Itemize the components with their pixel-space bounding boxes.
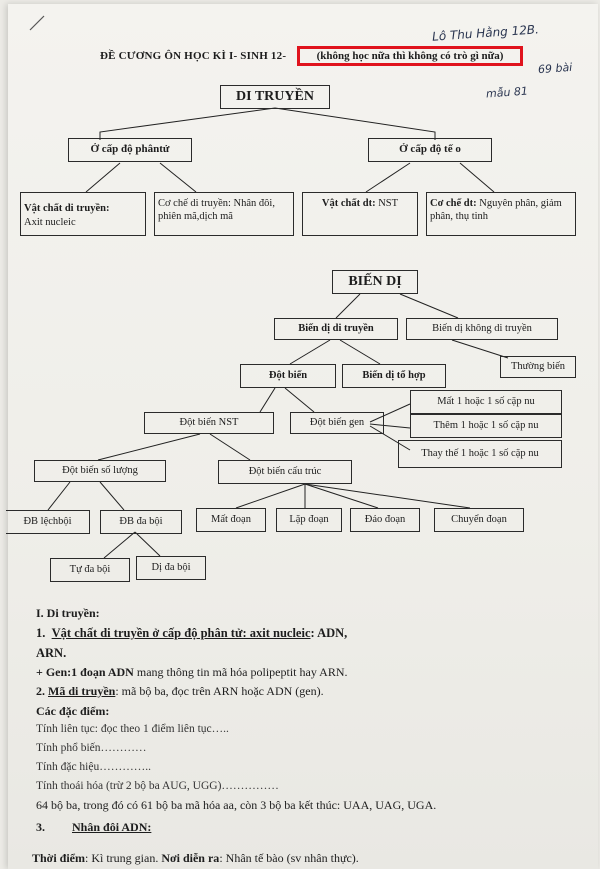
mat-doan-box: Mất đoạn <box>196 508 266 532</box>
item1-continued: ARN. <box>36 646 67 660</box>
mat-cap-nu-box: Mất 1 hoặc 1 số cặp nu <box>410 390 562 414</box>
chuyen-doan-box: Chuyển đoạn <box>434 508 524 532</box>
highlighted-title-annotation: (không học nữa thì không có trò gì nữa) <box>297 46 523 66</box>
co-che-te-bao-label: Cơ chế dt: <box>430 198 477 209</box>
vat-chat-te-bao-label: Vật chất dt: <box>321 198 376 209</box>
feature-lien-tuc: Tính liên tục: đọc theo 1 điểm liên tục…… <box>36 723 229 735</box>
co-che-te-bao-value: Nguyên phân, giảm phân, thụ tinh <box>430 198 562 223</box>
co-che-te-bao-box: Cơ chế dt: Nguyên phân, giảm phân, thụ t… <box>426 192 576 236</box>
co-che-phan-tu-label: Cơ chế di truyền: <box>158 198 231 209</box>
section3-label: Nhân đôi ADN: <box>72 820 152 834</box>
cap-do-te-bao-box: Ở cấp độ tế o <box>368 138 492 162</box>
vat-chat-phan-tu-label: Vật chất di truyền: <box>24 203 110 215</box>
them-cap-nu-box: Thêm 1 hoặc 1 số cặp nu <box>410 414 562 438</box>
vat-chat-te-bao-box: Vật chất dt: NST <box>302 192 418 236</box>
vat-chat-phan-tu-box: Vật chất di truyền: Axit nucleic <box>20 192 146 236</box>
vat-chat-phan-tu-value: Axit nucleic <box>24 216 76 228</box>
feature-thoai-hoa: Tính thoái hóa (trừ 2 bộ ba AUG, UGG)………… <box>36 780 279 792</box>
feature-dac-hieu: Tính đặc hiệu………….. <box>36 761 151 773</box>
place-label: Nơi diễn ra <box>161 851 220 865</box>
lap-doan-box: Lặp đoạn <box>276 508 342 532</box>
bien-di-di-truyen-box: Biến dị di truyền <box>274 318 398 340</box>
handwritten-note-count: 69 bài <box>537 60 573 77</box>
item2-label: Mã di truyền <box>48 684 116 698</box>
item2-rest: : mã bộ ba, đọc trên ARN hoặc ADN (gen). <box>115 684 324 698</box>
co-che-phan-tu-value: Nhân đôi, phiên mã,dịch mã <box>158 198 275 223</box>
place-value: : Nhân tế bào (sv nhân thực). <box>219 851 359 865</box>
dot-bien-cau-truc-box: Đột biến cấu trúc <box>218 460 352 484</box>
thay-the-cap-nu-box: Thay thế 1 hoặc 1 số cặp nu <box>398 440 562 468</box>
thuong-bien-box: Thường biến <box>500 356 576 378</box>
title-highlight-text: (không học nữa thì không có trò gì nữa) <box>316 50 504 62</box>
item1-label: Vật chất di truyền ở cấp độ phân tử: axi… <box>51 626 311 640</box>
gen-definition: + Gen:1 đoạn ADN mang thông tin mã hóa p… <box>36 665 348 680</box>
gen-rest: mang thông tin mã hóa polipeptit hay ARN… <box>133 665 348 679</box>
replication-time-place: Thời điểm: Kì trung gian. Nơi diễn ra: N… <box>32 851 359 866</box>
dot-bien-so-luong-box: Đột biến số lượng <box>34 460 166 482</box>
dot-bien-gen-box: Đột biến gen <box>290 412 384 434</box>
cap-do-phan-tu-box: Ở cấp độ phântử <box>68 138 192 162</box>
da-boi-box: ĐB đa bội <box>100 510 182 534</box>
page-title: ĐỀ CƯƠNG ÔN HỌC KÌ I- SINH 12- <box>100 50 287 62</box>
vat-chat-te-bao-value: NST <box>378 198 399 209</box>
di-truyen-root: DI TRUYỀN <box>220 85 330 109</box>
lech-boi-box: ĐB lệchbội <box>6 510 90 534</box>
bien-di-to-hop-box: Biến dị tổ hợp <box>342 364 446 388</box>
gen-bold: + Gen:1 đoạn ADN <box>36 665 134 679</box>
item1-number: 1. <box>36 626 46 640</box>
di-da-boi-box: Dị đa bội <box>136 556 206 580</box>
time-label: Thời điểm <box>32 851 85 865</box>
section-di-truyen-heading: I. Di truyền: <box>36 606 100 620</box>
feature-pho-bien: Tính phổ biến………… <box>36 742 147 754</box>
bien-di-khong-di-truyen-box: Biến dị không di truyền <box>406 318 558 340</box>
item-ma-di-truyen: 2. Mã di truyền: mã bộ ba, đọc trên ARN … <box>36 684 324 699</box>
features-heading: Các đặc điểm: <box>36 704 110 718</box>
item1-rest: : ADN, <box>310 626 348 640</box>
item2-number: 2. <box>36 684 45 698</box>
codon-summary: 64 bộ ba, trong đó có 61 bộ ba mã hóa aa… <box>36 798 437 812</box>
item-vat-chat-di-truyen: 1. Vật chất di truyền ở cấp độ phân tử: … <box>36 626 347 641</box>
bien-di-root: BIẾN DỊ <box>332 270 418 294</box>
time-value: : Kì trung gian. <box>85 851 162 865</box>
section3-number: 3. <box>36 820 45 834</box>
dot-bien-box: Đột biến <box>240 364 336 388</box>
document-page <box>8 4 598 869</box>
co-che-phan-tu-box: Cơ chế di truyền: Nhân đôi, phiên mã,dịc… <box>154 192 294 236</box>
dot-bien-nst-box: Đột biến NST <box>144 412 274 434</box>
dao-doan-box: Đảo đoạn <box>350 508 420 532</box>
tu-da-boi-box: Tự đa bội <box>50 558 130 582</box>
